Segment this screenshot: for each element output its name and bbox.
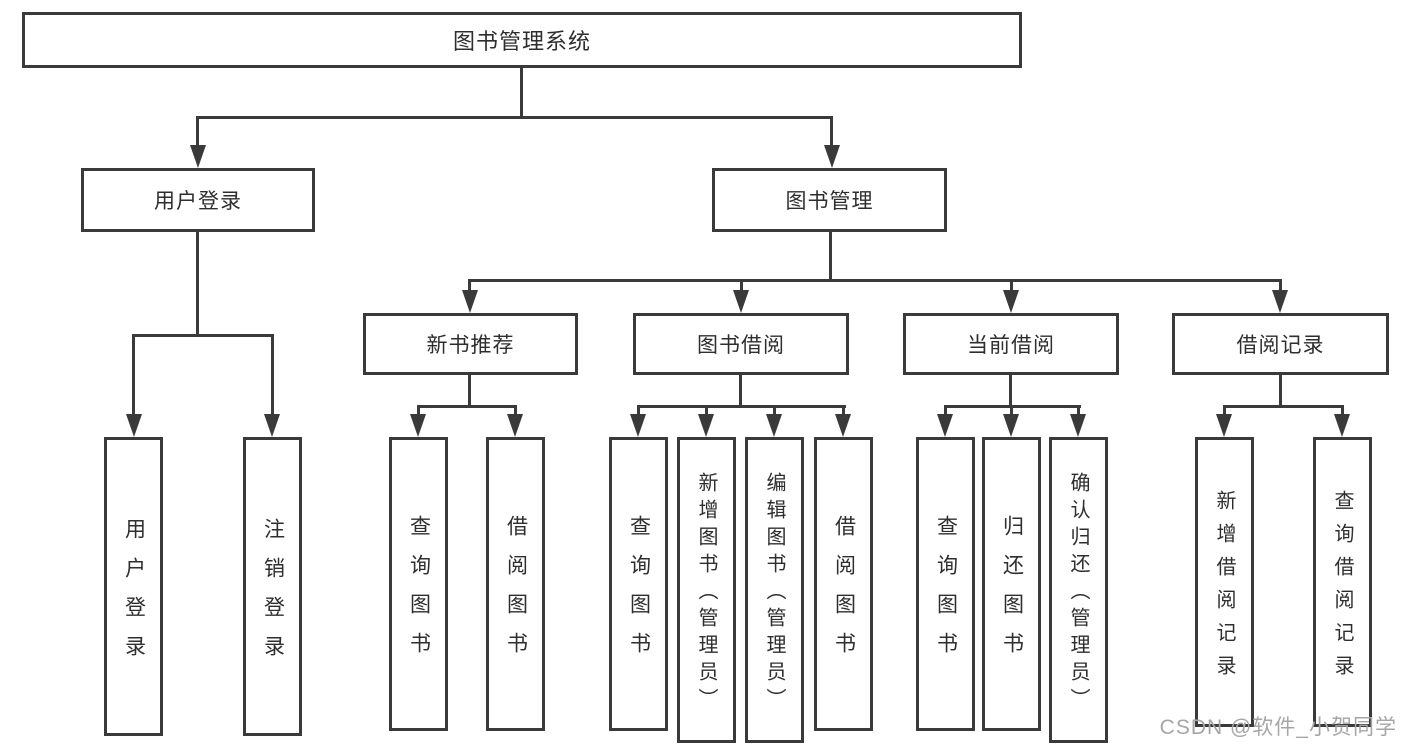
arrow-borrow-records bbox=[1272, 290, 1288, 313]
node-leaf-bb-borrow-books-label: 借阅图书 bbox=[832, 515, 856, 671]
arrow-bb-borrow bbox=[835, 414, 851, 437]
arrow-leaf-logout bbox=[264, 414, 280, 437]
connector-book-management-split bbox=[468, 279, 1282, 282]
arrow-nb-borrow bbox=[507, 414, 523, 437]
connector-to-user-login-stem bbox=[196, 116, 199, 146]
arrow-bb-query bbox=[630, 414, 646, 437]
connector-bb-split bbox=[637, 405, 846, 408]
node-leaf-cb-confirm-return-admin: 确认归还（管理员） bbox=[1049, 437, 1108, 743]
node-leaf-nb-borrow-books-label: 借阅图书 bbox=[504, 515, 528, 671]
node-leaf-nb-query-books-label: 查询图书 bbox=[407, 515, 431, 671]
node-leaf-cb-return-books: 归还图书 bbox=[982, 437, 1041, 731]
node-leaf-bb-query-books: 查询图书 bbox=[609, 437, 668, 731]
node-current-borrow-label: 当前借阅 bbox=[967, 334, 1055, 357]
connector-nb-borrow-stem bbox=[514, 405, 517, 415]
node-leaf-user-login-label: 用户登录 bbox=[122, 517, 146, 674]
connector-bb-stem bbox=[739, 375, 742, 408]
connector-br-stem bbox=[1279, 375, 1282, 408]
connector-to-book-management-stem bbox=[830, 116, 833, 146]
connector-borrow-records-stem bbox=[1279, 279, 1282, 292]
connector-leaf-user-login-stem bbox=[132, 334, 135, 414]
node-leaf-bb-add-books-admin-label: 新增图书（管理员） bbox=[695, 472, 717, 715]
node-leaf-cb-query-books-label: 查询图书 bbox=[934, 515, 958, 671]
arrow-nb-query bbox=[410, 414, 426, 437]
connector-bb-edit-stem bbox=[773, 405, 776, 415]
node-book-management: 图书管理 bbox=[712, 168, 947, 232]
node-current-borrow: 当前借阅 bbox=[903, 313, 1119, 375]
connector-cb-query-stem bbox=[944, 405, 947, 415]
csdn-watermark: CSDN @软件_小贺同学 bbox=[1159, 716, 1397, 739]
connector-cb-stem bbox=[1009, 375, 1012, 408]
node-leaf-logout-label: 注销登录 bbox=[261, 517, 285, 674]
node-leaf-br-add-record-label: 新增借阅记录 bbox=[1213, 489, 1235, 688]
node-leaf-nb-query-books: 查询图书 bbox=[389, 437, 448, 731]
arrow-bb-add bbox=[698, 414, 714, 437]
connector-user-login-split bbox=[132, 334, 274, 337]
connector-root-stem bbox=[520, 68, 523, 119]
connector-nb-stem bbox=[468, 375, 471, 408]
node-root: 图书管理系统 bbox=[22, 12, 1022, 68]
arrow-bb-edit bbox=[766, 414, 782, 437]
arrow-to-book-management bbox=[824, 145, 840, 168]
node-leaf-bb-borrow-books: 借阅图书 bbox=[814, 437, 873, 731]
node-leaf-bb-query-books-label: 查询图书 bbox=[627, 515, 651, 671]
arrow-br-query bbox=[1334, 414, 1350, 437]
node-user-login: 用户登录 bbox=[81, 168, 315, 232]
connector-book-borrow-stem bbox=[740, 279, 743, 292]
node-user-login-label: 用户登录 bbox=[154, 190, 242, 213]
node-root-label: 图书管理系统 bbox=[452, 29, 591, 54]
node-leaf-bb-edit-books-admin: 编辑图书（管理员） bbox=[745, 437, 804, 743]
connector-nb-split bbox=[417, 405, 517, 408]
node-leaf-cb-confirm-return-admin-label: 确认归还（管理员） bbox=[1067, 472, 1089, 715]
node-new-book-recommend-label: 新书推荐 bbox=[426, 334, 515, 357]
connector-book-management-stem bbox=[829, 232, 832, 282]
node-borrow-records: 借阅记录 bbox=[1172, 313, 1389, 375]
connector-user-login-stem bbox=[196, 232, 199, 337]
arrow-leaf-user-login bbox=[126, 414, 142, 437]
connector-nb-query-stem bbox=[417, 405, 420, 415]
connector-br-query-stem bbox=[1341, 405, 1344, 415]
arrow-new-book bbox=[462, 290, 478, 313]
node-leaf-br-query-record: 查询借阅记录 bbox=[1313, 437, 1372, 727]
connector-br-split bbox=[1223, 405, 1344, 408]
node-leaf-bb-add-books-admin: 新增图书（管理员） bbox=[677, 437, 736, 743]
node-leaf-bb-edit-books-admin-label: 编辑图书（管理员） bbox=[763, 472, 785, 715]
connector-bb-add-stem bbox=[705, 405, 708, 415]
arrow-cb-return bbox=[1003, 414, 1019, 437]
arrow-book-borrow bbox=[733, 290, 749, 313]
arrow-to-user-login bbox=[190, 145, 206, 168]
connector-root-split bbox=[196, 116, 833, 119]
connector-bb-query-stem bbox=[637, 405, 640, 415]
node-new-book-recommend: 新书推荐 bbox=[363, 313, 578, 375]
node-book-borrow-label: 图书借阅 bbox=[697, 334, 785, 357]
node-book-management-label: 图书管理 bbox=[785, 190, 874, 213]
node-leaf-nb-borrow-books: 借阅图书 bbox=[486, 437, 545, 731]
arrow-cb-confirm bbox=[1070, 414, 1086, 437]
arrow-br-add bbox=[1216, 414, 1232, 437]
node-leaf-br-add-record: 新增借阅记录 bbox=[1195, 437, 1254, 727]
arrow-current-borrow bbox=[1003, 290, 1019, 313]
connector-current-borrow-stem bbox=[1010, 279, 1013, 292]
node-leaf-cb-query-books: 查询图书 bbox=[916, 437, 975, 731]
connector-cb-return-stem bbox=[1010, 405, 1013, 415]
arrow-cb-query bbox=[937, 414, 953, 437]
connector-leaf-logout-stem bbox=[271, 334, 274, 414]
connector-br-add-stem bbox=[1223, 405, 1226, 415]
node-book-borrow: 图书借阅 bbox=[633, 313, 849, 375]
node-leaf-br-query-record-label: 查询借阅记录 bbox=[1331, 489, 1353, 688]
connector-cb-confirm-stem bbox=[1077, 405, 1080, 415]
node-leaf-user-login: 用户登录 bbox=[104, 437, 163, 736]
node-borrow-records-label: 借阅记录 bbox=[1236, 334, 1325, 357]
connector-new-book-stem bbox=[468, 279, 471, 292]
connector-bb-borrow-stem bbox=[842, 405, 845, 415]
node-leaf-cb-return-books-label: 归还图书 bbox=[1000, 515, 1024, 671]
node-leaf-logout: 注销登录 bbox=[243, 437, 302, 736]
